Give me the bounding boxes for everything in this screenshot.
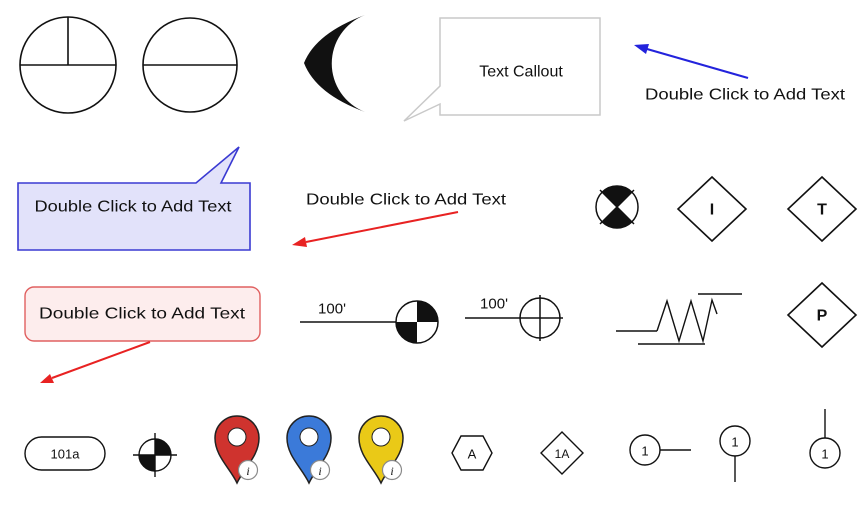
info-icon: i bbox=[246, 464, 249, 478]
map-pin-yellow[interactable]: i bbox=[358, 415, 404, 485]
diamond-outline bbox=[786, 175, 858, 243]
add-text-placeholder-blue-callout: Double Click to Add Text bbox=[35, 199, 233, 216]
node-connector-up[interactable]: 1 bbox=[809, 409, 841, 469]
info-badge bbox=[309, 459, 331, 481]
pin-body bbox=[214, 415, 260, 485]
add-text-placeholder-pink-callout: Double Click to Add Text bbox=[39, 306, 246, 323]
pink-callout-outline bbox=[24, 286, 261, 342]
survey-circle-top-line-shape[interactable] bbox=[19, 16, 117, 114]
pin-body bbox=[286, 415, 332, 485]
pin-hole bbox=[371, 427, 391, 447]
blue-arrow-annotation[interactable] bbox=[634, 44, 749, 80]
arrow-line bbox=[305, 211, 459, 243]
diamond-outline bbox=[676, 175, 748, 243]
diamond-i-shape[interactable]: I bbox=[676, 175, 748, 243]
stadium-outline bbox=[24, 436, 106, 471]
zigzag-segment bbox=[656, 297, 718, 344]
distance-label: 100' bbox=[318, 301, 346, 318]
info-badge bbox=[381, 459, 403, 481]
survey-circle-midline-shape[interactable] bbox=[142, 17, 238, 113]
diamond-node-1a[interactable]: 1A bbox=[540, 431, 584, 475]
node-label: 1 bbox=[731, 435, 738, 450]
hexagon-label: A bbox=[468, 447, 477, 462]
leader-arrow-head bbox=[40, 374, 54, 383]
arrow-line bbox=[646, 47, 749, 80]
stadium-label: 101a bbox=[51, 447, 81, 462]
diamond-i-label: I bbox=[710, 202, 714, 219]
arrow-head bbox=[292, 237, 307, 247]
info-icon: i bbox=[390, 464, 393, 478]
node-label: 1 bbox=[821, 447, 828, 462]
distance-label: 100' bbox=[480, 296, 508, 313]
pin-hole bbox=[299, 427, 319, 447]
info-icon: i bbox=[318, 464, 321, 478]
text-callout-label: Text Callout bbox=[479, 64, 563, 81]
distance-marker-benchmark[interactable]: 100' bbox=[300, 300, 439, 344]
diamond-p-shape[interactable]: P bbox=[786, 281, 858, 349]
blue-callout-outline bbox=[17, 146, 251, 251]
sw-wedge bbox=[396, 322, 417, 343]
arrow-head bbox=[634, 44, 649, 54]
ne-wedge bbox=[155, 439, 171, 455]
hexagon-outline bbox=[451, 435, 493, 471]
map-pin-red[interactable]: i bbox=[214, 415, 260, 485]
pin-body bbox=[358, 415, 404, 485]
map-pin-blue[interactable]: i bbox=[286, 415, 332, 485]
crescent-shape[interactable] bbox=[304, 15, 365, 112]
node-connector-right[interactable]: 1 bbox=[629, 434, 691, 466]
text-callout-shape[interactable]: Text Callout bbox=[403, 17, 601, 122]
room-label-stadium-shape[interactable]: 101a bbox=[24, 436, 106, 471]
hexagon-node-a[interactable]: A bbox=[451, 435, 493, 471]
diamond-1a-label: 1A bbox=[555, 447, 570, 461]
crescent-path bbox=[304, 15, 365, 112]
callout-bubble-outline bbox=[403, 17, 601, 122]
bottom-wedge bbox=[602, 207, 632, 229]
distance-marker-crosshair[interactable]: 100' bbox=[465, 295, 563, 341]
x-quadrant-circle-shape[interactable] bbox=[595, 185, 639, 229]
info-badge bbox=[237, 459, 259, 481]
pink-callout-shape[interactable]: Double Click to Add Text bbox=[24, 286, 261, 383]
pin-hole bbox=[227, 427, 247, 447]
red-arrow-annotation[interactable] bbox=[292, 211, 459, 247]
diamond-t-label: T bbox=[817, 202, 827, 219]
diamond-outline bbox=[786, 281, 858, 349]
sw-wedge bbox=[139, 455, 155, 471]
diamond-t-shape[interactable]: T bbox=[786, 175, 858, 243]
node-label: 1 bbox=[641, 444, 648, 459]
diamond-outline bbox=[540, 431, 584, 475]
ne-wedge bbox=[417, 301, 438, 322]
add-text-placeholder-middle[interactable]: Double Click to Add Text bbox=[306, 192, 507, 209]
blue-callout-shape[interactable]: Double Click to Add Text bbox=[17, 146, 251, 251]
diagonal-line-2 bbox=[599, 189, 635, 225]
zigzag-break-line-shape[interactable] bbox=[616, 293, 742, 345]
diamond-p-label: P bbox=[817, 308, 828, 325]
leader-arrow-line bbox=[51, 341, 151, 379]
node-connector-down[interactable]: 1 bbox=[719, 425, 751, 482]
add-text-placeholder-top[interactable]: Double Click to Add Text bbox=[645, 87, 846, 104]
survey-target-shape[interactable] bbox=[133, 433, 177, 477]
top-wedge bbox=[602, 185, 632, 207]
